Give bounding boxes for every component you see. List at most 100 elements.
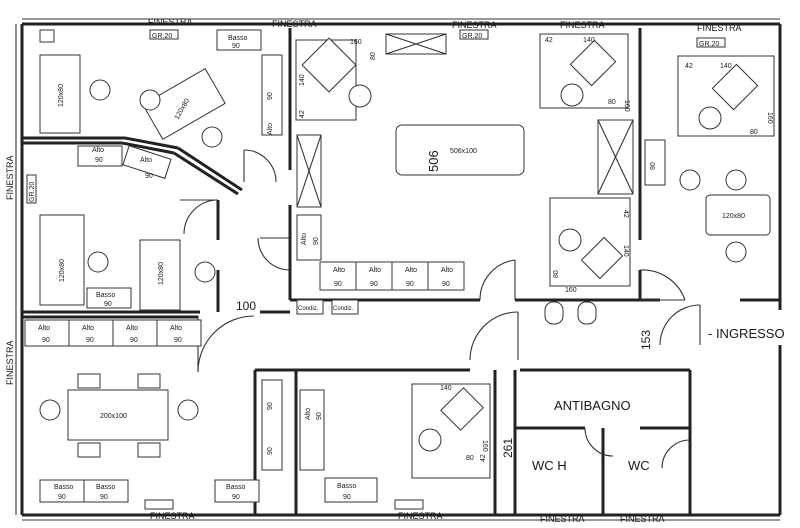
desk-dim-label: 140 <box>720 63 732 70</box>
cabinet-depth-label: 90 <box>313 237 320 245</box>
cabinet-depth-label: 90 <box>58 494 66 501</box>
cabinet-depth-label: 90 <box>104 301 112 308</box>
cabinet-alto-label: Alto <box>369 267 381 274</box>
cabinet-depth-label: 90 <box>370 281 378 288</box>
room-mid-left: 120x80 120x80 Basso 90 <box>39 214 216 311</box>
cabinet-depth-label: 90 <box>42 337 50 344</box>
window-label-left-2: FINESTRA <box>5 340 15 385</box>
cabinet-basso-label: Basso <box>228 35 248 42</box>
wc-h-label: WC H <box>532 458 567 473</box>
cabinet-depth-label: 90 <box>174 337 182 344</box>
cabinet-alto-label: Alto <box>301 233 308 245</box>
cabinet-alto-label: Alto <box>38 325 50 332</box>
desk-dim-label: 140 <box>622 245 629 257</box>
window-label-left-1: FINESTRA <box>5 155 15 200</box>
cabinet-depth-label: 90 <box>343 494 351 501</box>
window-sill-label-1: GR.20 <box>152 33 172 40</box>
cabinet-depth-label: 90 <box>650 162 657 170</box>
window-sill-label-4: GR.20 <box>29 182 36 202</box>
dimension-153: 153 <box>639 330 653 350</box>
cabinet-depth-label: 90 <box>267 402 274 410</box>
window-label-top-3: FINESTRA <box>452 20 497 30</box>
desk-dim-label: 42 <box>685 63 693 70</box>
desk-dim-label: 160 <box>766 112 773 124</box>
entrance-label: - INGRESSO <box>708 326 785 341</box>
cabinet-alto-label: Alto <box>305 408 312 420</box>
cabinet-depth-label: 90 <box>145 173 153 180</box>
desk-dim-label: 160 <box>623 100 630 112</box>
table-label: 120x80 <box>58 84 65 107</box>
conference-table-label: 506x100 <box>450 148 477 155</box>
cabinet-alto-label: Alto <box>405 267 417 274</box>
window-label-top-2: FINESTRA <box>272 19 317 29</box>
cabinet-alto-label: Alto <box>140 157 152 164</box>
desk-dim-label: 42 <box>299 110 306 118</box>
window-sill-label-3: GR.20 <box>699 41 719 48</box>
desk-dim-label: 160 <box>565 287 577 294</box>
window-label-bottom-2: FINESTRA <box>398 511 443 521</box>
desk-dim-label: 80 <box>553 270 560 278</box>
cabinet-depth-label: 90 <box>267 447 274 455</box>
cabinet-alto-label: Alto <box>333 267 345 274</box>
outer-walls <box>15 18 782 521</box>
cabinet-depth-label: 90 <box>100 494 108 501</box>
cabinet-depth-label: 90 <box>130 337 138 344</box>
table-label: 120x80 <box>722 213 745 220</box>
desk-dim-label: 140 <box>299 74 306 86</box>
desk-dim-label: 42 <box>480 454 487 462</box>
room-top-left: 120x80 120x80 Basso 90 Alto 90 <box>39 29 283 148</box>
cabinet-depth-label: 90 <box>334 281 342 288</box>
room-bottom-middle: 90 90 Alto 90 Basso 90 140 80 160 42 <box>261 379 491 503</box>
dimension-506: 506 <box>426 150 441 172</box>
cabinet-alto-label: Alto <box>126 325 138 332</box>
room-top-right: 42 140 80 160 90 120x80 <box>644 55 775 263</box>
desk-dim-label: 42 <box>545 37 553 44</box>
doors <box>180 149 701 469</box>
cabinet-basso-label: Basso <box>226 484 246 491</box>
desk-dim-label: 42 <box>622 210 629 218</box>
cabinet-depth-label: 90 <box>316 412 323 420</box>
cabinet-alto-label: Alto <box>82 325 94 332</box>
desk-dim-label: 80 <box>370 52 377 60</box>
cabinet-alto-label: Alto <box>170 325 182 332</box>
desk-dim-label: 160 <box>350 39 362 46</box>
cond-label: Condiz. <box>333 306 354 312</box>
cabinet-basso-label: Basso <box>96 292 116 299</box>
room-bottom-left: 200x100 Basso Basso Basso 90 90 90 <box>39 373 260 503</box>
windows <box>26 29 726 510</box>
cond-label: Condiz. <box>298 306 319 312</box>
cabinet-depth-label: 90 <box>95 157 103 164</box>
window-sill-label-2: GR.20 <box>462 33 482 40</box>
desk-dim-label: 80 <box>608 99 616 106</box>
desk-dim-label: 80 <box>466 455 474 462</box>
cabinet-alto-label: Alto <box>267 123 274 135</box>
cabinet-depth-label: 90 <box>267 92 274 100</box>
wc-label: WC <box>628 458 650 473</box>
cabinet-alto-label: Alto <box>441 267 453 274</box>
room-top-middle: 160 80 140 42 506x100 506 Alto 90 Alto A… <box>295 33 634 294</box>
meeting-table-label: 200x100 <box>100 413 127 420</box>
cabinet-depth-label: 90 <box>232 494 240 501</box>
cabinet-basso-label: Basso <box>54 484 74 491</box>
window-label-top-4: FINESTRA <box>560 20 605 30</box>
desk-dim-label: 160 <box>481 440 488 452</box>
cabinet-alto-label: Alto <box>92 147 104 154</box>
dimension-261: 261 <box>501 438 515 458</box>
cabinet-depth-label: 90 <box>442 281 450 288</box>
cabinet-depth-label: 90 <box>232 43 240 50</box>
window-label-top-1: FINESTRA <box>148 17 193 27</box>
window-label-bottom-4: FINESTRA <box>620 514 665 524</box>
desk-dim-label: 140 <box>440 385 452 392</box>
interior-walls <box>22 28 780 515</box>
window-label-bottom-3: FINESTRA <box>540 514 585 524</box>
cabinet-depth-label: 90 <box>406 281 414 288</box>
corridor-cabinets: Alto Alto Alto Alto 90 90 90 90 <box>24 319 202 347</box>
desk-dim-label: 140 <box>583 37 595 44</box>
diagonal-cabinets: Alto 90 Alto 90 <box>77 145 172 180</box>
antibagno-label: ANTIBAGNO <box>554 398 631 413</box>
desk-dim-label: 80 <box>750 129 758 136</box>
cabinet-basso-label: Basso <box>96 484 116 491</box>
table-label: 120x80 <box>59 259 66 282</box>
dimension-100: 100 <box>236 299 256 313</box>
